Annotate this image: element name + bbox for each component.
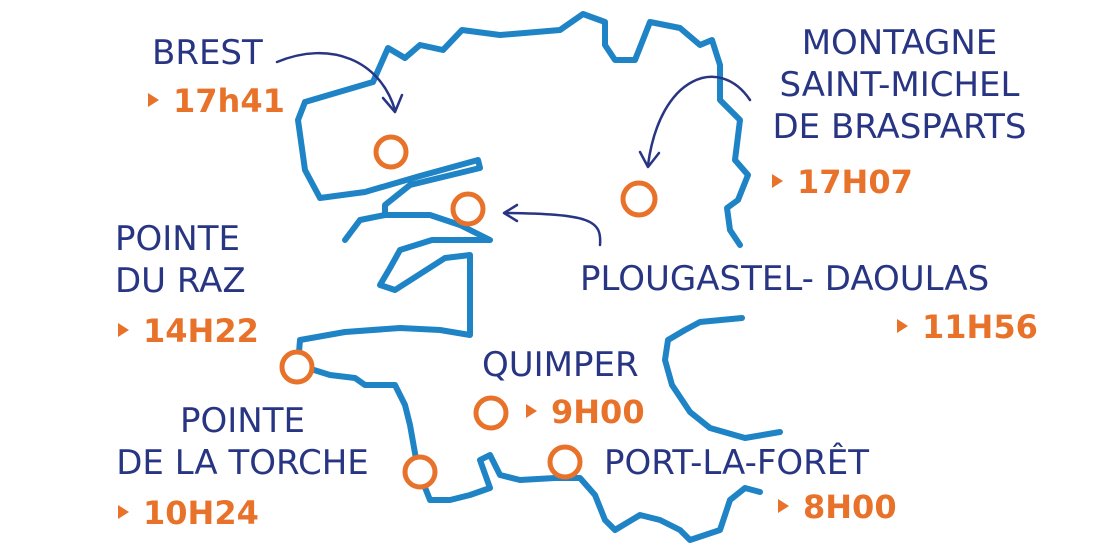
label-brest: BREST [152, 32, 263, 74]
time-quimper: 9H00 [526, 393, 645, 431]
marker-plougastel[interactable] [450, 191, 486, 227]
time-value: 14H22 [143, 312, 259, 350]
marker-raz[interactable] [279, 349, 315, 385]
label-montagne: MONTAGNE SAINT-MICHEL DE BRASPARTS [762, 22, 1037, 148]
time-torche: 10H24 [118, 494, 259, 532]
marker-quimper[interactable] [473, 395, 509, 431]
triangle-bullet-icon [148, 93, 159, 107]
label-line: SAINT-MICHEL [779, 65, 1020, 105]
time-value: 9H00 [551, 393, 645, 431]
label-line: MONTAGNE [801, 23, 998, 63]
label-plougastel: PLOUGASTEL- DAOULAS [580, 258, 989, 300]
arrow-plougastel [503, 211, 602, 247]
time-raz: 14H22 [118, 312, 259, 350]
label-line: POINTE [115, 219, 240, 259]
time-montagne: 17H07 [772, 163, 913, 201]
time-value: 17h41 [173, 82, 285, 120]
label-raz: POINTE DU RAZ [115, 218, 246, 302]
label-line: POINTE [180, 401, 305, 441]
triangle-bullet-icon [118, 505, 129, 519]
triangle-bullet-icon [772, 174, 783, 188]
arrow-brest [275, 52, 397, 112]
triangle-bullet-icon [526, 404, 537, 418]
label-quimper: QUIMPER [482, 344, 639, 386]
triangle-bullet-icon [118, 323, 129, 337]
time-value: 17H07 [797, 163, 913, 201]
arrow-plougastel-head [502, 203, 519, 223]
coastline-crozon [342, 212, 388, 243]
time-value: 10H24 [143, 494, 259, 532]
label-line: DU RAZ [115, 261, 246, 301]
label-line: QUIMPER [482, 345, 639, 385]
label-line: DE LA TORCHE [116, 443, 369, 483]
triangle-bullet-icon [778, 499, 789, 513]
time-brest: 17h41 [148, 82, 285, 120]
label-torche: POINTE DE LA TORCHE [110, 400, 375, 484]
label-line: DE BRASPARTS [772, 107, 1027, 147]
marker-montagne[interactable] [620, 180, 658, 218]
arrow-montagne-head [638, 150, 661, 169]
marker-brest[interactable] [373, 134, 409, 170]
coastline-west [295, 99, 763, 543]
label-port: PORT-LA-FORÊT [604, 442, 869, 484]
label-line: PLOUGASTEL- DAOULAS [580, 259, 990, 299]
coastline-aven [662, 315, 783, 441]
label-line: BREST [152, 33, 263, 73]
arrow-montagne [646, 75, 752, 167]
label-line: PORT-LA-FORÊT [604, 443, 870, 483]
time-port: 8H00 [778, 488, 897, 526]
arrow-brest-head [381, 93, 404, 114]
time-plougastel: 11H56 [897, 308, 1038, 346]
triangle-bullet-icon [897, 319, 908, 333]
time-value: 8H00 [803, 488, 897, 526]
coastline-north-west [302, 11, 751, 248]
marker-port[interactable] [547, 444, 583, 480]
time-value: 11H56 [922, 308, 1038, 346]
marker-torche[interactable] [402, 454, 438, 490]
